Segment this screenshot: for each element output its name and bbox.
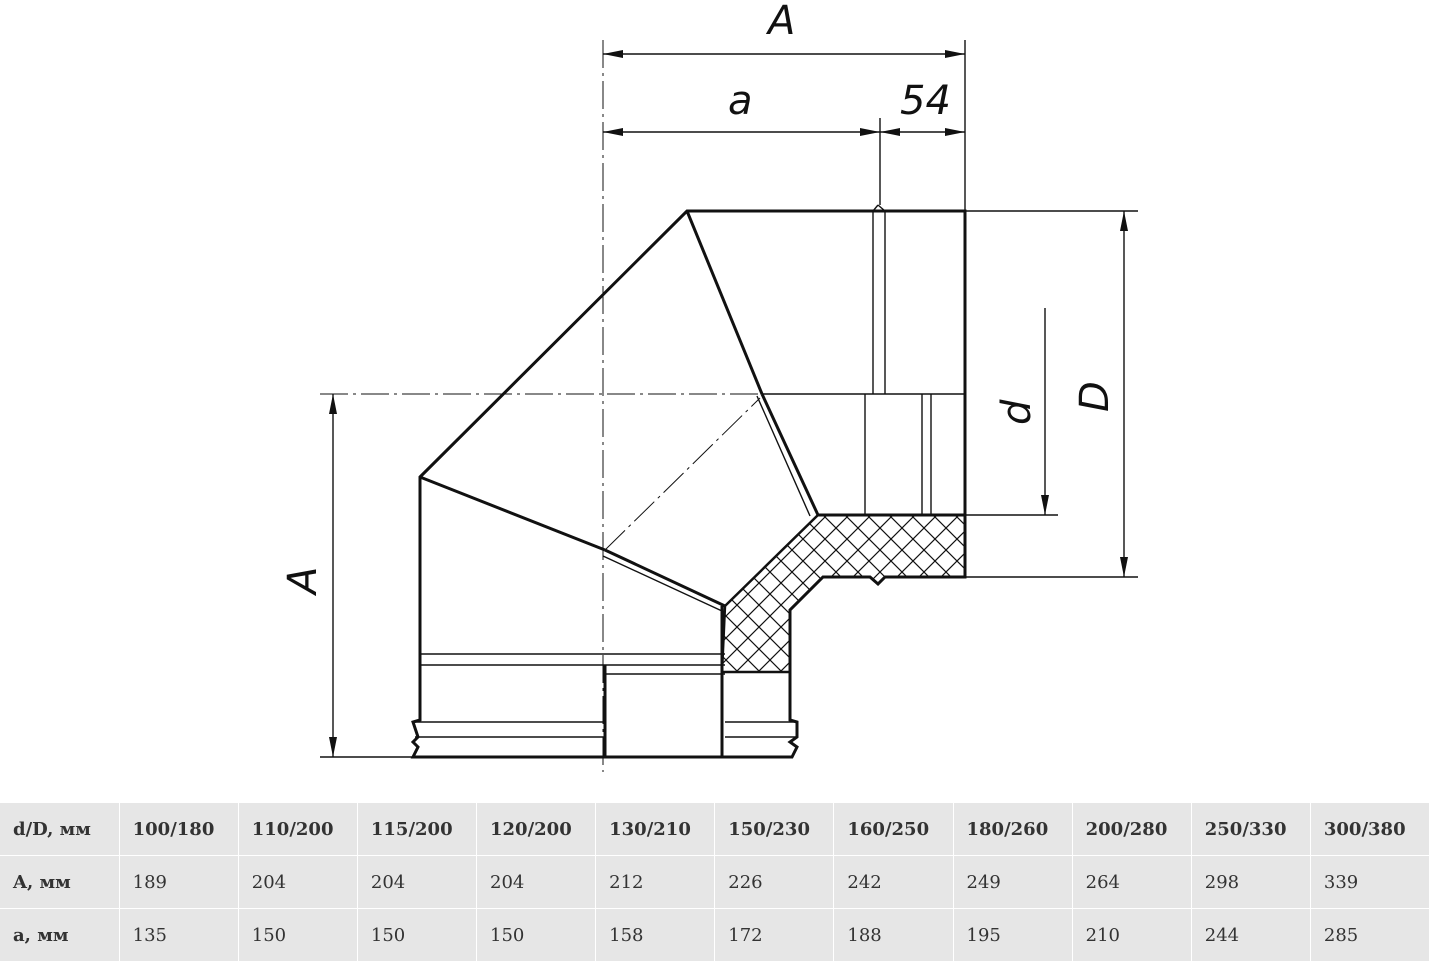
table-cell: 150: [357, 908, 478, 962]
table-cell: 189: [119, 855, 239, 909]
center-lines: [320, 40, 880, 772]
dim-label-a-top: a: [728, 78, 753, 124]
dim-label-A-left: A: [280, 567, 326, 597]
table-row: A, мм 189 204 204 204 212 226 242 249 26…: [0, 855, 1430, 909]
table-cell: 264: [1072, 855, 1192, 909]
table-cell: A, мм: [0, 855, 120, 909]
dim-label-d: d: [994, 399, 1040, 425]
table-cell: 150/230: [714, 803, 835, 856]
table-cell: 339: [1310, 855, 1430, 909]
table-cell: 100/180: [119, 803, 239, 856]
table-cell: 195: [953, 908, 1073, 962]
table-cell: 172: [714, 908, 835, 962]
table-cell: 200/280: [1072, 803, 1192, 856]
table-cell: 110/200: [238, 803, 358, 856]
table-cell: 204: [476, 855, 597, 909]
table-cell: 135: [119, 908, 239, 962]
table-cell: 204: [357, 855, 478, 909]
table-cell: 150: [476, 908, 597, 962]
table-cell: 250/330: [1191, 803, 1311, 856]
table-cell: 300/380: [1310, 803, 1430, 856]
table-cell: 285: [1310, 908, 1430, 962]
dim-label-A-top: A: [765, 0, 795, 44]
table-cell: 120/200: [476, 803, 597, 856]
dim-label-D: D: [1072, 381, 1118, 412]
table-cell: 249: [953, 855, 1073, 909]
table-cell: 212: [595, 855, 716, 909]
table-cell: 210: [1072, 908, 1192, 962]
table-cell: 226: [714, 855, 835, 909]
insulation-section: [720, 513, 967, 674]
table-cell: 160/250: [833, 803, 954, 856]
table-cell: d/D, мм: [0, 803, 120, 856]
table-cell: 242: [833, 855, 954, 909]
dimensions-table: d/D, мм 100/180 110/200 115/200 120/200 …: [0, 803, 1430, 962]
table-cell: 244: [1191, 908, 1311, 962]
table-cell: 150: [238, 908, 358, 962]
elbow-outline: [410, 204, 967, 759]
table-cell: 115/200: [357, 803, 478, 856]
dim-label-offset: 54: [900, 78, 951, 124]
table-cell: 130/210: [595, 803, 716, 856]
dimension-lines: [329, 50, 1128, 757]
table-row: a, мм 135 150 150 150 158 172 188 195 21…: [0, 908, 1430, 962]
table-cell: 188: [833, 908, 954, 962]
table-cell: 180/260: [953, 803, 1073, 856]
table-cell: 298: [1191, 855, 1311, 909]
table-cell: 204: [238, 855, 358, 909]
table-header-row: d/D, мм 100/180 110/200 115/200 120/200 …: [0, 803, 1430, 856]
table-cell: a, мм: [0, 908, 120, 962]
table-cell: 158: [595, 908, 716, 962]
elbow-technical-drawing: A a 54 d D A: [280, 0, 1138, 772]
